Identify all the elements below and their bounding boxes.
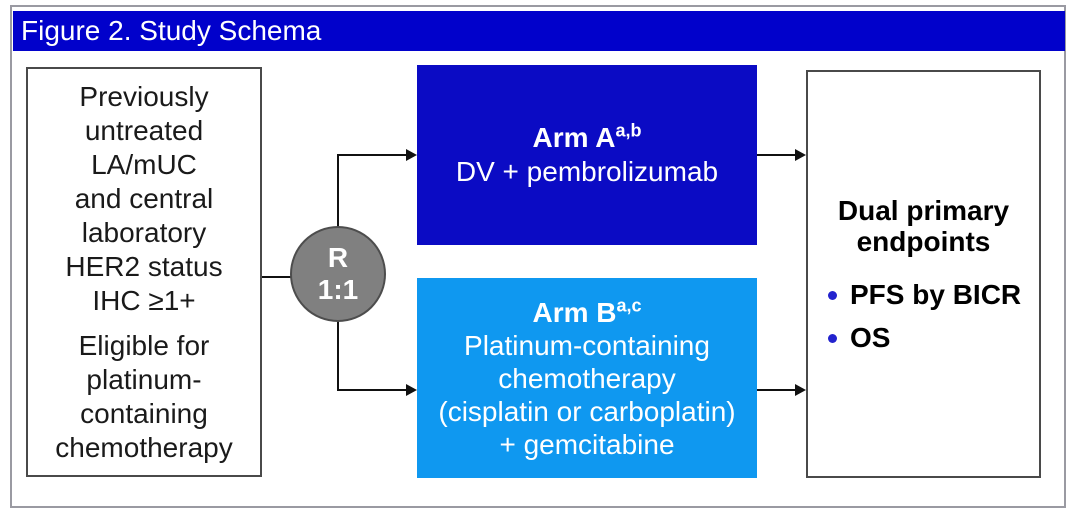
endpoint-os-label: OS xyxy=(850,322,891,353)
bullet-icon xyxy=(828,290,837,300)
endpoint-item-os: OS xyxy=(828,323,1039,353)
connector-arm-b-to-endpoints xyxy=(757,389,795,391)
randomization-circle: R 1:1 xyxy=(290,226,386,322)
endpoint-item-pfs: PFS by BICR xyxy=(828,280,1039,310)
eligibility-criteria-text: Previously untreated LA/mUC and central … xyxy=(65,80,223,316)
connector-to-arm-a xyxy=(337,154,406,156)
endpoints-box: Dual primary endpoints PFS by BICR OS xyxy=(806,70,1041,478)
arm-b-title: Arm Ba,c xyxy=(532,296,641,329)
figure-title-bar: Figure 2. Study Schema xyxy=(13,11,1065,51)
arm-a-title: Arm Aa,b xyxy=(533,121,642,155)
randomization-symbol: R xyxy=(327,242,349,273)
arrowhead-endpoints-bottom xyxy=(795,384,806,396)
arm-a-box: Arm Aa,b DV + pembrolizumab xyxy=(417,65,757,245)
bullet-icon xyxy=(828,333,837,343)
arm-a-label: Arm A xyxy=(532,122,616,153)
arm-b-label: Arm B xyxy=(532,296,617,328)
arm-b-regimen: Platinum-containing chemotherapy (cispla… xyxy=(438,329,736,460)
arm-a-regimen: DV + pembrolizumab xyxy=(455,156,719,187)
arm-b-superscript: a,c xyxy=(616,295,642,316)
eligibility-box: Previously untreated LA/mUC and central … xyxy=(26,67,262,477)
eligibility-chemo-text: Eligible for platinum- containing chemot… xyxy=(55,329,233,463)
endpoints-title: Dual primary endpoints xyxy=(837,195,1010,257)
arrowhead-endpoints-top xyxy=(795,149,806,161)
arrowhead-arm-b xyxy=(406,384,417,396)
arm-a-superscript: a,b xyxy=(615,120,642,141)
arm-b-box: Arm Ba,c Platinum-containing chemotherap… xyxy=(417,278,757,478)
randomization-ratio: 1:1 xyxy=(317,274,359,305)
connector-eligibility-to-randomizer xyxy=(262,276,291,278)
connector-randomizer-up xyxy=(337,155,339,227)
connector-to-arm-b xyxy=(337,389,406,391)
arrowhead-arm-a xyxy=(406,149,417,161)
endpoint-pfs-label: PFS by BICR xyxy=(850,279,1022,310)
connector-randomizer-down xyxy=(337,321,339,390)
connector-arm-a-to-endpoints xyxy=(757,154,795,156)
